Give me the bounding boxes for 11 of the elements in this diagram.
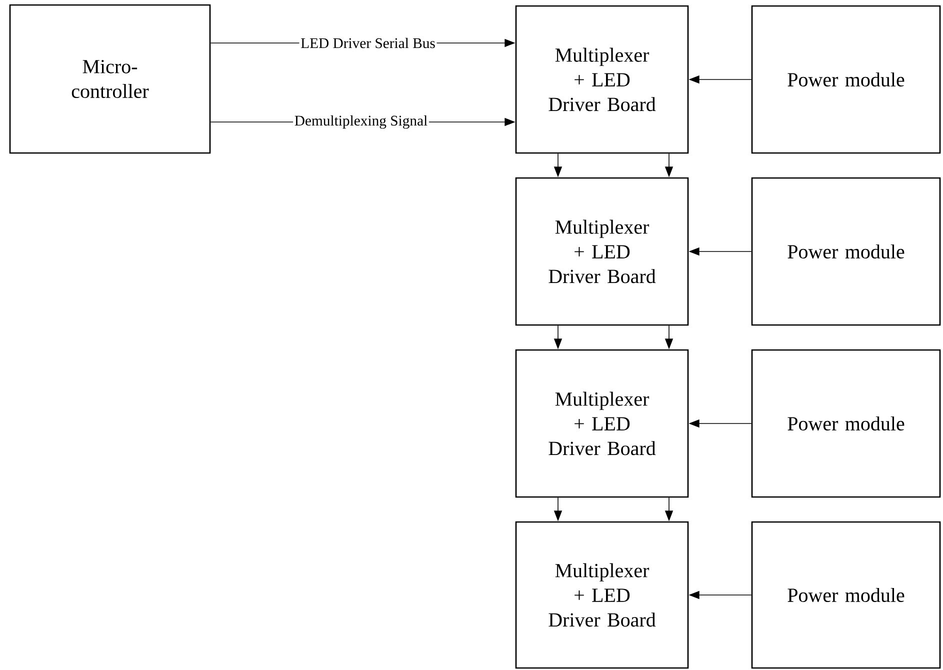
power-module-box: Power module bbox=[751, 349, 941, 498]
power-module-box: Power module bbox=[751, 521, 941, 669]
edge-label: LED Driver Serial Bus bbox=[299, 36, 437, 50]
controller-box: Micro- controller bbox=[9, 4, 211, 154]
edge-label: Demultiplexing Signal bbox=[293, 114, 429, 130]
power-module-box: Power module bbox=[751, 5, 941, 154]
power-module-box: Power module bbox=[751, 177, 941, 326]
board-box: Multiplexer + LED Driver Board bbox=[515, 349, 689, 498]
board-box: Multiplexer + LED Driver Board bbox=[515, 5, 689, 154]
board-box: Multiplexer + LED Driver Board bbox=[515, 177, 689, 326]
board-box: Multiplexer + LED Driver Board bbox=[515, 521, 689, 669]
